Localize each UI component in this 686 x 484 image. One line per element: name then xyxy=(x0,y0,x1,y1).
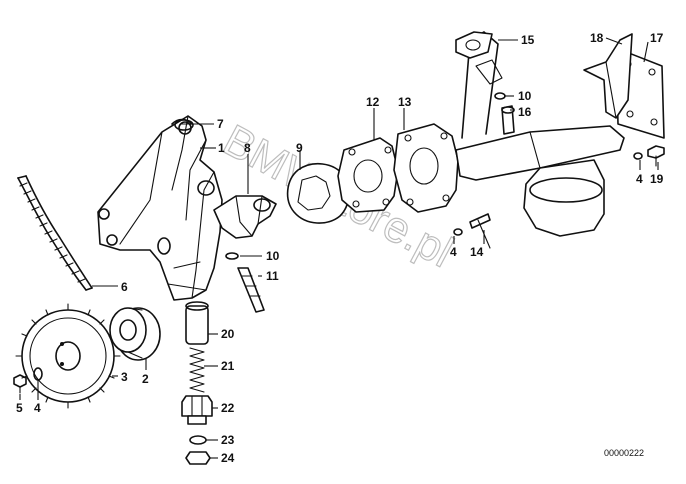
callout-1[interactable]: 1 xyxy=(218,141,225,155)
part-14-bolt[interactable] xyxy=(469,213,491,249)
part-20-piston[interactable] xyxy=(185,301,209,345)
diagram-reference-number: 00000222 xyxy=(604,448,644,458)
callout-6[interactable]: 6 xyxy=(121,280,128,294)
callout-16[interactable]: 16 xyxy=(518,105,532,119)
part-2-hub[interactable] xyxy=(109,307,161,361)
part-4-washer-a[interactable] xyxy=(33,367,43,381)
leader-lines xyxy=(19,37,659,459)
callout-4c[interactable]: 4 xyxy=(636,172,643,186)
callout-20[interactable]: 20 xyxy=(221,327,235,341)
part-11-bolt[interactable] xyxy=(237,267,265,313)
part-5-bolt[interactable] xyxy=(13,374,27,394)
part-4-washer-b[interactable] xyxy=(453,228,463,236)
part-15-flange[interactable] xyxy=(455,31,493,59)
callout-7[interactable]: 7 xyxy=(217,117,224,131)
part-7-tube[interactable] xyxy=(171,118,194,131)
callout-12[interactable]: 12 xyxy=(366,95,380,109)
callout-22[interactable]: 22 xyxy=(221,401,235,415)
part-22-plug[interactable] xyxy=(181,395,213,425)
callout-24[interactable]: 24 xyxy=(221,451,235,465)
callout-13[interactable]: 13 xyxy=(398,95,412,109)
part-21-spring[interactable] xyxy=(189,347,205,393)
callout-19[interactable]: 19 xyxy=(650,172,664,186)
callout-5[interactable]: 5 xyxy=(16,401,23,415)
callout-14[interactable]: 14 xyxy=(470,245,484,259)
callout-4b[interactable]: 4 xyxy=(450,245,457,259)
part-19-bolt[interactable] xyxy=(647,145,665,167)
part-3-sprocket[interactable] xyxy=(15,303,121,409)
part-10-washer-a[interactable] xyxy=(225,252,239,260)
part-12-gasket[interactable] xyxy=(337,137,399,213)
callout-9[interactable]: 9 xyxy=(296,141,303,155)
part-24-nut[interactable] xyxy=(185,451,211,465)
part-8-drive-gear[interactable] xyxy=(213,195,277,239)
part-1-pump-housing[interactable] xyxy=(97,115,223,301)
callout-3[interactable]: 3 xyxy=(121,370,128,384)
callout-21[interactable]: 21 xyxy=(221,359,235,373)
part-10-washer-b[interactable] xyxy=(494,92,506,100)
callout-10b[interactable]: 10 xyxy=(518,89,532,103)
callout-4a[interactable]: 4 xyxy=(34,401,41,415)
callout-18[interactable]: 18 xyxy=(590,31,604,45)
callout-23[interactable]: 23 xyxy=(221,433,235,447)
pickup-strainer[interactable] xyxy=(455,31,625,237)
part-4-washer-c[interactable] xyxy=(633,152,643,160)
callout-15[interactable]: 15 xyxy=(521,33,535,47)
callout-8[interactable]: 8 xyxy=(244,141,251,155)
callout-2[interactable]: 2 xyxy=(142,372,149,386)
part-23-washer[interactable] xyxy=(189,435,207,445)
callout-17[interactable]: 17 xyxy=(650,31,664,45)
part-9-rotor[interactable] xyxy=(286,163,350,224)
callout-10a[interactable]: 10 xyxy=(266,249,280,263)
part-6-chain[interactable] xyxy=(17,175,93,291)
part-18-bracket[interactable] xyxy=(583,33,633,119)
part-13-cover[interactable] xyxy=(393,123,459,213)
callout-11[interactable]: 11 xyxy=(266,269,279,283)
callouts: 1 2 3 4 4 4 5 6 7 8 9 10 10 11 12 13 14 … xyxy=(16,31,664,465)
